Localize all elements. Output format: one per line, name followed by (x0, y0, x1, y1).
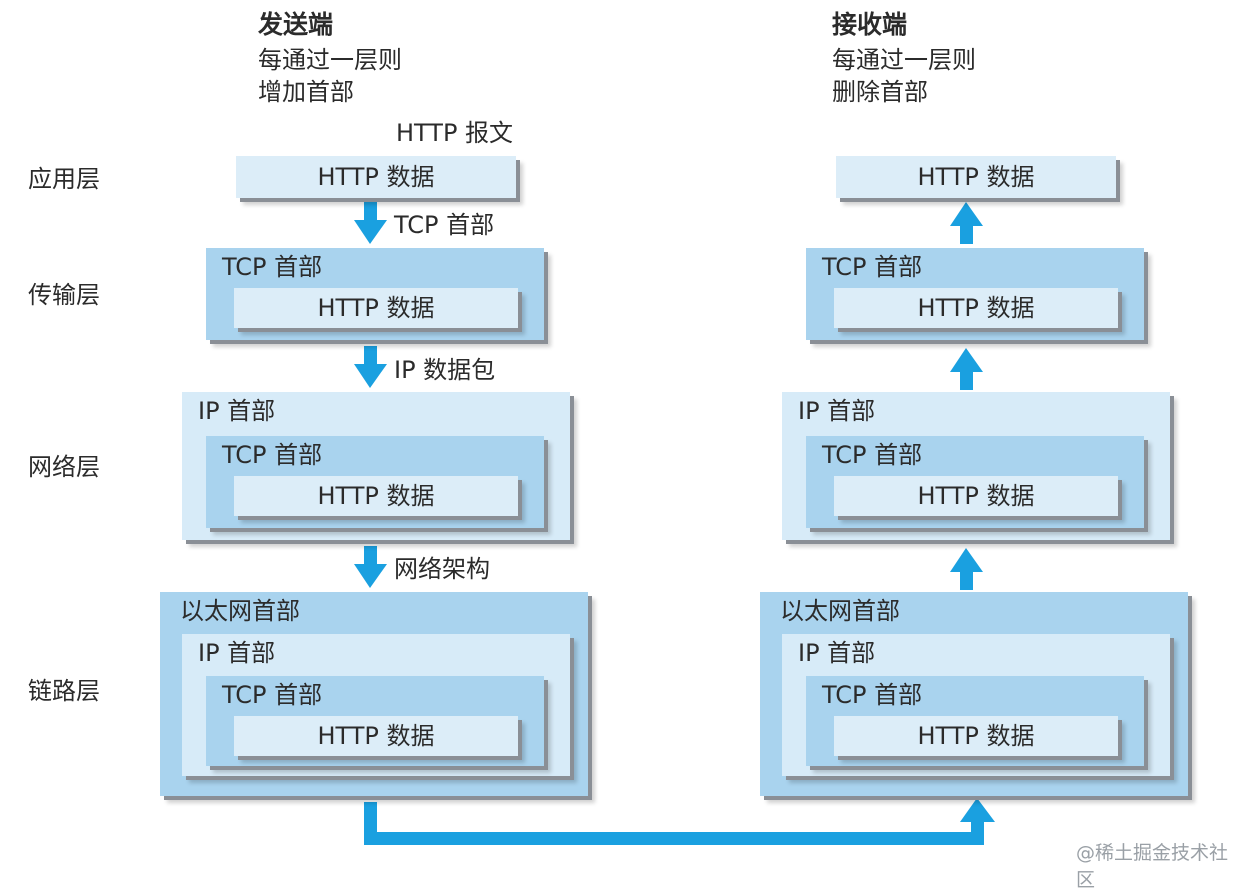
ethernet-header-label: 以太网首部 (180, 597, 300, 625)
receiver-desc-line2: 删除首部 (832, 78, 928, 106)
ip-header-label: IP 首部 (798, 397, 876, 425)
http-message-label: HTTP 报文 (396, 119, 514, 147)
http-data-block: HTTP 数据 (834, 288, 1118, 328)
tcp-header-label: TCP 首部 (222, 681, 323, 709)
sender-title: 发送端 (258, 10, 334, 39)
down-arrow-transport-to-network (354, 346, 387, 388)
sender-desc-line1: 每通过一层则 (258, 46, 402, 74)
tcp-segment: TCP 首部 HTTP 数据 (806, 676, 1144, 766)
layer-label-application: 应用层 (28, 165, 100, 193)
note-ip-packet: IP 数据包 (394, 356, 496, 384)
up-arrow-link-to-network (950, 548, 983, 590)
tcp-segment: TCP 首部 HTTP 数据 (206, 436, 544, 528)
receiver-title: 接收端 (832, 10, 908, 39)
bottom-connector-arrow (364, 798, 995, 845)
layer-label-transport: 传输层 (28, 281, 100, 309)
http-data-block: HTTP 数据 (234, 476, 518, 516)
down-arrow-app-to-transport (354, 200, 387, 244)
down-arrow-network-to-link (354, 546, 387, 588)
tcp-segment: TCP 首部 HTTP 数据 (806, 436, 1144, 528)
up-arrow-network-to-transport (950, 348, 983, 390)
tcp-header-label: TCP 首部 (822, 681, 923, 709)
flow-arrows (354, 200, 995, 845)
tcp-header-label: TCP 首部 (222, 441, 323, 469)
ip-header-label: IP 首部 (198, 397, 276, 425)
layer-label-network: 网络层 (28, 453, 100, 481)
sender-network-ip-packet: IP 首部 TCP 首部 HTTP 数据 (182, 392, 570, 540)
sender-link-ethernet-frame: 以太网首部 IP 首部 TCP 首部 HTTP 数据 (160, 592, 588, 796)
tcp-header-label: TCP 首部 (822, 253, 923, 281)
ethernet-header-label: 以太网首部 (780, 597, 900, 625)
http-data-block: HTTP 数据 (834, 476, 1118, 516)
layer-label-link: 链路层 (28, 677, 100, 705)
note-tcp-header: TCP 首部 (394, 211, 495, 239)
note-network-arch: 网络架构 (394, 555, 490, 583)
receiver-app-http-data: HTTP 数据 (836, 156, 1116, 198)
sender-desc-line2: 增加首部 (258, 78, 354, 106)
receiver-network-ip-packet: IP 首部 TCP 首部 HTTP 数据 (782, 392, 1170, 540)
ip-packet: IP 首部 TCP 首部 HTTP 数据 (182, 634, 570, 776)
http-data-block: HTTP 数据 (834, 716, 1118, 756)
receiver-transport-tcp-segment: TCP 首部 HTTP 数据 (806, 248, 1144, 340)
receiver-desc-line1: 每通过一层则 (832, 46, 976, 74)
tcp-header-label: TCP 首部 (222, 253, 323, 281)
sender-app-http-data: HTTP 数据 (236, 156, 516, 198)
tcp-segment: TCP 首部 HTTP 数据 (206, 676, 544, 766)
sender-transport-tcp-segment: TCP 首部 HTTP 数据 (206, 248, 544, 340)
ip-packet: IP 首部 TCP 首部 HTTP 数据 (782, 634, 1170, 776)
http-data-block: HTTP 数据 (234, 288, 518, 328)
http-data-block: HTTP 数据 (234, 716, 518, 756)
tcp-header-label: TCP 首部 (822, 441, 923, 469)
receiver-link-ethernet-frame: 以太网首部 IP 首部 TCP 首部 HTTP 数据 (760, 592, 1188, 796)
ip-header-label: IP 首部 (798, 639, 876, 667)
ip-header-label: IP 首部 (198, 639, 276, 667)
watermark: @稀土掘金技术社区 (1076, 842, 1229, 891)
up-arrow-transport-to-app (950, 202, 983, 244)
